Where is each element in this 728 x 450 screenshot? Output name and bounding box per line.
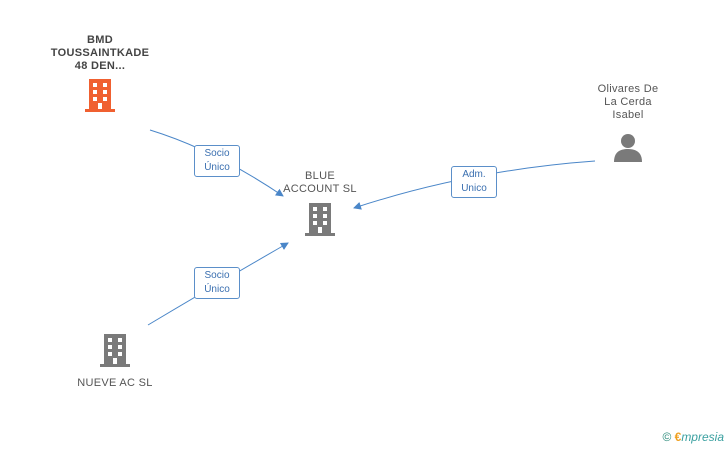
- node-right-label: Olivares De La Cerda Isabel: [597, 83, 659, 121]
- person-icon: [614, 134, 642, 162]
- node-center[interactable]: BLUE ACCOUNT SL: [270, 170, 370, 242]
- edge-label-top-left: Socio Único: [194, 145, 240, 177]
- node-top-left-label: BMD TOUSSAINTKADE 48 DEN...: [50, 34, 150, 72]
- node-bottom-left-label: NUEVE AC SL: [77, 377, 153, 389]
- edge-label-right: Adm. Unico: [451, 166, 497, 198]
- edge-label-bottom-left: Socio Único: [194, 267, 240, 299]
- copyright-symbol: ©: [662, 430, 672, 444]
- brand-name: mpresia: [681, 430, 724, 444]
- building-icon: [305, 203, 335, 236]
- node-top-left[interactable]: BMD TOUSSAINTKADE 48 DEN...: [40, 34, 160, 118]
- building-icon: [85, 79, 115, 112]
- footer-brand: © €mpresia: [662, 430, 724, 444]
- building-icon: [100, 334, 130, 367]
- brand-e-logo: €: [674, 430, 682, 444]
- node-center-label: BLUE ACCOUNT SL: [283, 170, 357, 195]
- node-bottom-left[interactable]: NUEVE AC SL: [60, 332, 170, 390]
- node-right[interactable]: Olivares De La Cerda Isabel: [578, 83, 678, 167]
